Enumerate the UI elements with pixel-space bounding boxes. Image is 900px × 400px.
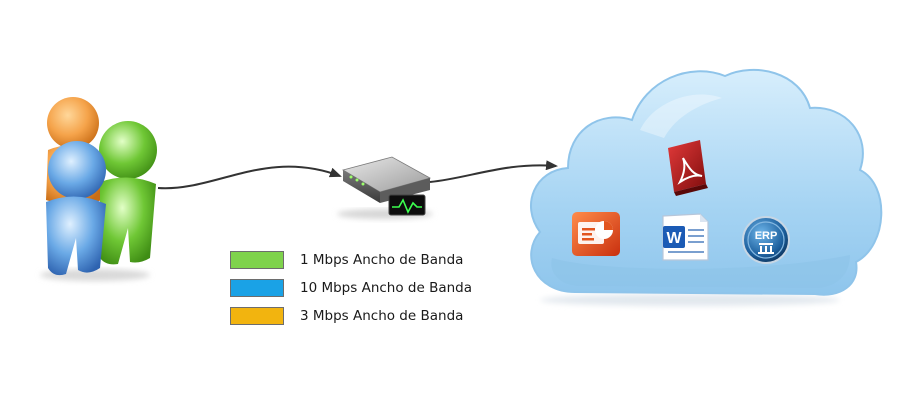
pdf-document-icon bbox=[668, 140, 708, 196]
users-group-icon bbox=[40, 97, 157, 281]
word-document-icon: W bbox=[662, 213, 709, 261]
legend-item-3mbps: 3 Mbps Ancho de Banda bbox=[230, 306, 530, 328]
presentation-app-icon bbox=[572, 212, 620, 256]
modem-signal-screen bbox=[388, 194, 426, 216]
legend-label: 3 Mbps Ancho de Banda bbox=[300, 308, 464, 324]
word-letter: W bbox=[666, 230, 682, 247]
erp-app-icon: ERP bbox=[742, 216, 790, 264]
legend-swatch-blue bbox=[230, 279, 284, 297]
legend-label: 1 Mbps Ancho de Banda bbox=[300, 252, 464, 268]
legend-item-10mbps: 10 Mbps Ancho de Banda bbox=[230, 278, 530, 300]
connector-modem-to-cloud bbox=[429, 160, 558, 183]
erp-text: ERP bbox=[755, 230, 778, 242]
user-green-figure bbox=[99, 121, 157, 265]
network-modem-icon bbox=[337, 156, 433, 219]
connector-users-to-modem bbox=[157, 165, 342, 190]
user-blue-figure bbox=[46, 141, 106, 276]
legend-swatch-green bbox=[230, 251, 284, 269]
legend-swatch-orange bbox=[230, 307, 284, 325]
legend-label: 10 Mbps Ancho de Banda bbox=[300, 280, 472, 296]
legend-item-1mbps: 1 Mbps Ancho de Banda bbox=[230, 250, 530, 272]
